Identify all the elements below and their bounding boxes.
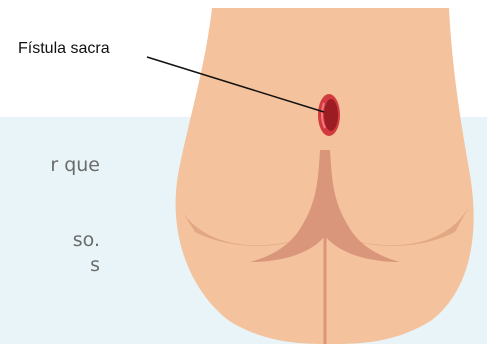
fistula-label: Fístula sacra: [18, 40, 110, 58]
fistula-inner: [324, 99, 338, 131]
